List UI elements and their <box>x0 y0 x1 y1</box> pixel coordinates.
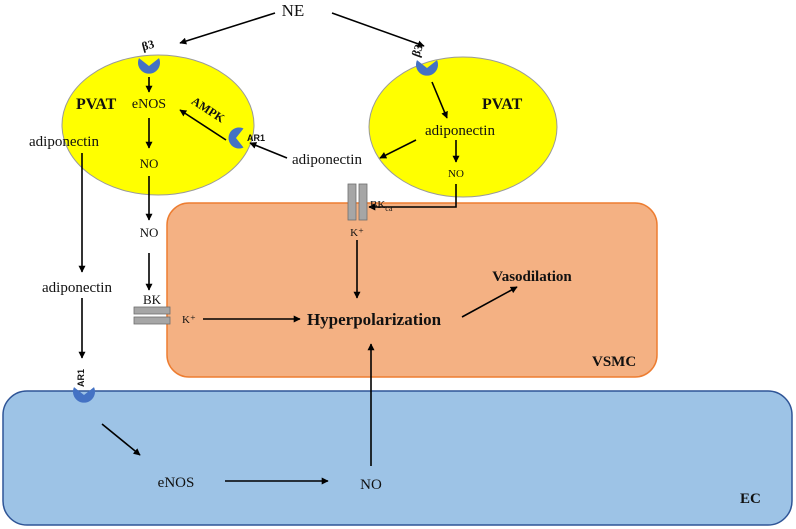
ar1-receptor-pvat-icon <box>228 127 244 149</box>
pvat-label-left: PVAT <box>76 96 117 113</box>
adiponectin-pvat-right: adiponectin <box>425 123 495 139</box>
ar1-label-ec: AR1 <box>76 369 86 387</box>
ec-cell <box>2 390 793 526</box>
arrow-ne-left <box>179 12 276 45</box>
beta3-receptor-left-icon <box>138 58 161 74</box>
arrow-adipo-mid-to-ar1 <box>249 142 288 159</box>
ne-label: NE <box>282 1 305 20</box>
arrow-no-bkca <box>368 184 457 211</box>
no-pvat-right: NO <box>448 168 464 180</box>
arrows <box>78 12 518 485</box>
hyperpolarization-label: Hyperpolarization <box>307 310 442 329</box>
bk-channel-icon <box>133 306 171 325</box>
no-pvat-left: NO <box>140 156 159 171</box>
beta3-label-right: β3 <box>409 42 426 58</box>
arrow-hyperpol-vaso <box>461 286 518 318</box>
bk-label: BK <box>143 292 162 307</box>
beta3-label-left: β3 <box>140 37 156 54</box>
arrow-beta3-adipo-right <box>431 81 448 119</box>
pvat-left <box>61 54 255 196</box>
bkca-label: BKca <box>370 199 393 213</box>
pvat-right <box>368 56 558 198</box>
ar1-receptor-ec-icon <box>73 387 96 403</box>
adiponectin-middle: adiponectin <box>292 152 362 168</box>
enos-ec-label: eNOS <box>158 475 195 491</box>
bkca-channel-icon <box>347 183 368 221</box>
arrow-ar1-enos-ec <box>101 423 141 456</box>
adiponectin-outside: adiponectin <box>42 280 112 296</box>
arrow-ne-right <box>331 12 425 48</box>
vsmc-cell <box>166 202 658 378</box>
arrow-ampk-enos <box>179 109 227 141</box>
k-plus-vsmc-top: K⁺ <box>350 227 364 239</box>
k-plus-vsmc-left: K⁺ <box>182 314 196 326</box>
no-ec: NO <box>360 477 382 493</box>
no-outside: NO <box>140 225 159 240</box>
ec-label: EC <box>740 491 761 507</box>
vasodilation-label: Vasodilation <box>492 269 572 285</box>
enos-pvat-label: eNOS <box>132 97 166 112</box>
pvat-label-right: PVAT <box>482 96 523 113</box>
ar1-label-pvat: AR1 <box>247 133 265 143</box>
arrow-adipo-right-to-mid <box>379 139 417 159</box>
beta3-receptor-right-icon <box>416 60 438 76</box>
vsmc-label: VSMC <box>592 354 636 370</box>
adiponectin-pvat-left: adiponectin <box>29 134 99 150</box>
